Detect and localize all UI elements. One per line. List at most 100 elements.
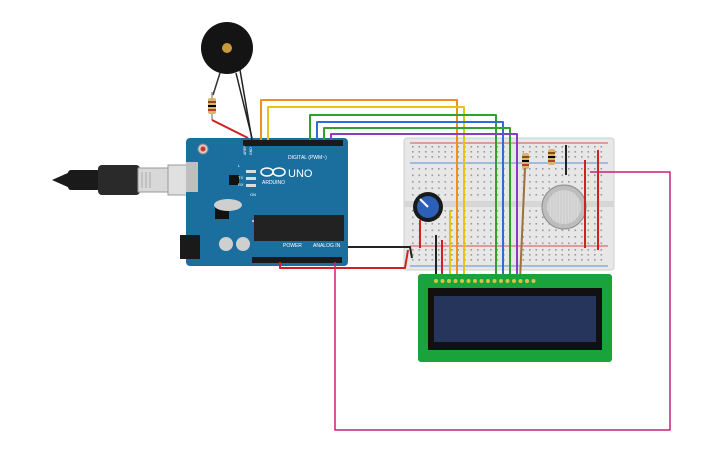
- aref-label: AREF: [243, 146, 247, 155]
- breadboard-hole: [477, 174, 479, 177]
- breadboard-hole: [542, 216, 544, 219]
- breadboard-hole: [444, 223, 447, 225]
- breadboard-hole: [496, 168, 499, 170]
- breadboard-hole: [522, 229, 525, 232]
- breadboard-hole: [594, 156, 596, 158]
- lcd-pin: [531, 279, 536, 283]
- breadboard-hole: [425, 187, 427, 190]
- breadboard-hole: [451, 187, 453, 190]
- wire-black-gnd-2[interactable]: [348, 246, 413, 259]
- breadboard-hole: [457, 236, 460, 238]
- breadboard-hole: [522, 249, 525, 251]
- wire-green-2[interactable]: [323, 127, 511, 168]
- breadboard-hole: [535, 216, 538, 219]
- buzzer-resistor[interactable]: [208, 92, 216, 120]
- breadboard-hole: [542, 174, 544, 177]
- breadboard-hole: [470, 229, 473, 232]
- breadboard-hole: [574, 229, 577, 232]
- breadboard-hole: [548, 259, 551, 261]
- breadboard-hole: [548, 242, 551, 245]
- breadboard-hole: [477, 210, 479, 212]
- breadboard-hole: [418, 249, 421, 251]
- breadboard-hole: [594, 242, 596, 245]
- breadboard-hole: [600, 242, 603, 245]
- breadboard-hole: [496, 181, 499, 183]
- breadboard-hole: [548, 229, 551, 232]
- wire-magenta-analog[interactable]: [334, 171, 671, 431]
- breadboard-hole: [535, 236, 538, 238]
- breadboard-hole: [529, 210, 531, 212]
- breadboard-hole: [431, 187, 434, 190]
- breadboard-hole: [555, 259, 557, 261]
- breadboard-hole: [483, 181, 486, 183]
- breadboard-hole: [594, 254, 596, 256]
- breadboard-hole: [425, 236, 427, 238]
- sensor-resistor-1[interactable]: [522, 153, 529, 169]
- breadboard-hole: [425, 254, 427, 256]
- wire-green[interactable]: [309, 114, 497, 168]
- breadboard-hole: [555, 254, 557, 256]
- breadboard-hole: [568, 254, 570, 256]
- gas-sensor[interactable]: [541, 184, 587, 230]
- breadboard-hole: [581, 156, 583, 158]
- breadboard-hole: [600, 168, 603, 170]
- breadboard-hole: [412, 181, 414, 183]
- breadboard-hole: [470, 236, 473, 238]
- breadboard-hole: [412, 249, 414, 251]
- digital-pins-label: DIGITAL (PWM~): [288, 155, 327, 161]
- arduino-logo-icon: [260, 167, 286, 177]
- breadboard-hole: [535, 181, 538, 183]
- piezo-buzzer[interactable]: [201, 22, 253, 139]
- breadboard-hole: [490, 146, 492, 148]
- wire-blue[interactable]: [316, 121, 504, 168]
- breadboard-hole: [594, 174, 596, 177]
- breadboard-hole: [535, 229, 538, 232]
- breadboard-hole: [483, 210, 486, 212]
- wire-yellow[interactable]: [267, 106, 465, 168]
- breadboard-hole: [594, 194, 596, 196]
- breadboard-hole: [561, 151, 564, 153]
- lcd-16x2-display[interactable]: [418, 274, 612, 362]
- breadboard-hole: [444, 242, 447, 245]
- breadboard-hole: [477, 223, 479, 225]
- breadboard-hole: [529, 181, 531, 183]
- breadboard-hole: [477, 146, 479, 148]
- breadboard-hole: [581, 146, 583, 148]
- breadboard-hole: [438, 249, 440, 251]
- buzzer-resistor-wire[interactable]: [211, 119, 249, 139]
- bb-wire-brown[interactable]: [519, 167, 526, 281]
- breadboard-hole: [425, 156, 427, 158]
- breadboard-hole: [438, 242, 440, 245]
- breadboard-hole: [457, 249, 460, 251]
- arduino-uno-board[interactable]: UNO ARDUINO DIGITAL (PWM~) POWER ANALOG …: [180, 138, 348, 266]
- breadboard-hole: [418, 146, 421, 148]
- breadboard-hole: [490, 187, 492, 190]
- usb-cable[interactable]: [52, 164, 197, 196]
- sensor-resistor-2[interactable]: [548, 149, 555, 165]
- wire-black-gnd[interactable]: [239, 69, 253, 141]
- breadboard-hole: [490, 216, 492, 219]
- breadboard-hole: [574, 156, 577, 158]
- breadboard-hole: [542, 187, 544, 190]
- breadboard-hole: [587, 242, 590, 245]
- breadboard-hole: [574, 151, 577, 153]
- breadboard-hole: [529, 174, 531, 177]
- wire-purple[interactable]: [330, 133, 518, 168]
- breadboard-hole: [425, 242, 427, 245]
- breadboard-hole: [470, 151, 473, 153]
- breadboard-hole: [431, 181, 434, 183]
- breadboard-hole: [490, 254, 492, 256]
- breadboard-hole: [594, 249, 596, 251]
- breadboard-hole: [477, 194, 479, 196]
- breadboard-hole: [477, 249, 479, 251]
- potentiometer[interactable]: [413, 192, 443, 222]
- breadboard-hole: [594, 236, 596, 238]
- breadboard-hole: [542, 168, 544, 170]
- breadboard-hole: [594, 181, 596, 183]
- wire-red-5v[interactable]: [279, 249, 409, 269]
- breadboard-hole: [587, 210, 590, 212]
- breadboard-hole: [535, 187, 538, 190]
- breadboard-hole: [470, 156, 473, 158]
- lcd-pin: [518, 279, 523, 283]
- breadboard-hole: [451, 194, 453, 196]
